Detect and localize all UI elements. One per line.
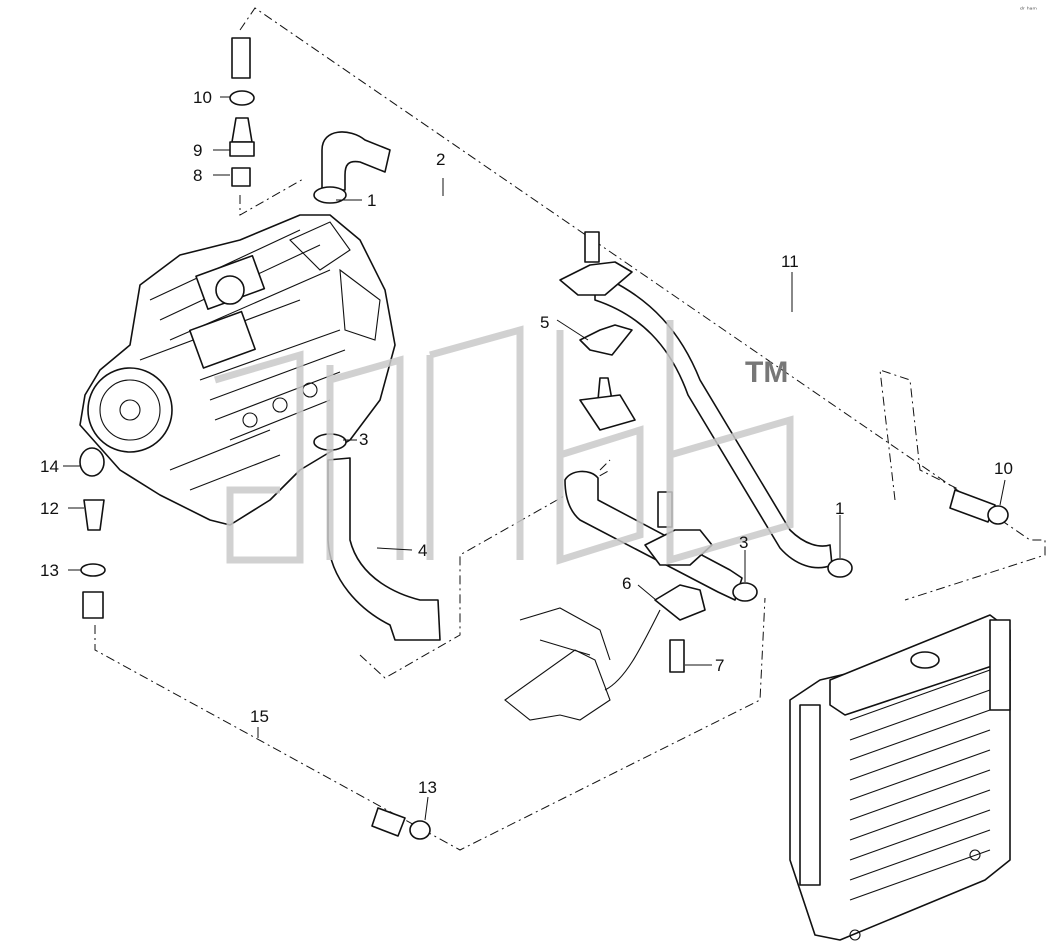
callout-c12: 12 bbox=[40, 499, 59, 518]
callout-c1: 1 bbox=[367, 191, 376, 210]
lower-hose bbox=[564, 470, 743, 601]
radiator bbox=[789, 614, 1011, 941]
callout-c9: 9 bbox=[193, 141, 202, 160]
callout-c4: 4 bbox=[418, 541, 427, 560]
callout-c18: 10 bbox=[994, 459, 1013, 478]
callout-c11: 11 bbox=[781, 252, 799, 271]
callout-c15: 15 bbox=[250, 707, 269, 726]
bracket-5 bbox=[559, 231, 636, 431]
hose-4 bbox=[327, 457, 441, 641]
hose-end-bottom bbox=[371, 807, 406, 837]
fittings-column bbox=[79, 90, 1009, 840]
corner-mark: ᵈʳ ʰᵃᵐ bbox=[1020, 6, 1037, 14]
callout-c16: 1 bbox=[835, 499, 844, 518]
callout-c2: 2 bbox=[436, 150, 445, 169]
watermark-trademark: TM bbox=[745, 356, 788, 389]
hose-end-left bbox=[82, 591, 104, 619]
callout-c10: 10 bbox=[193, 88, 212, 107]
callout-c13: 13 bbox=[40, 561, 59, 580]
callout-labels: 1 2 3 4 5 6 7 8 9 10 11 12 13 14 15 1 3 … bbox=[40, 88, 1013, 797]
callout-c8: 8 bbox=[193, 166, 202, 185]
callout-c14: 14 bbox=[40, 457, 59, 476]
callout-c6: 6 bbox=[622, 574, 631, 593]
callout-c7: 7 bbox=[715, 656, 724, 675]
assembly-dash-lines bbox=[94, 7, 1046, 851]
callout-c5: 5 bbox=[540, 313, 549, 332]
hose-end-right bbox=[949, 489, 996, 523]
leader-lines bbox=[63, 96, 1006, 821]
upper-hose-left bbox=[321, 131, 391, 191]
callout-c19: 13 bbox=[418, 778, 437, 797]
callout-c17: 3 bbox=[739, 533, 748, 552]
mounting-frame bbox=[504, 607, 661, 721]
watermark-logo: TM bbox=[214, 320, 794, 565]
top-hose-piece bbox=[231, 37, 251, 79]
callout-c3: 3 bbox=[359, 430, 368, 449]
